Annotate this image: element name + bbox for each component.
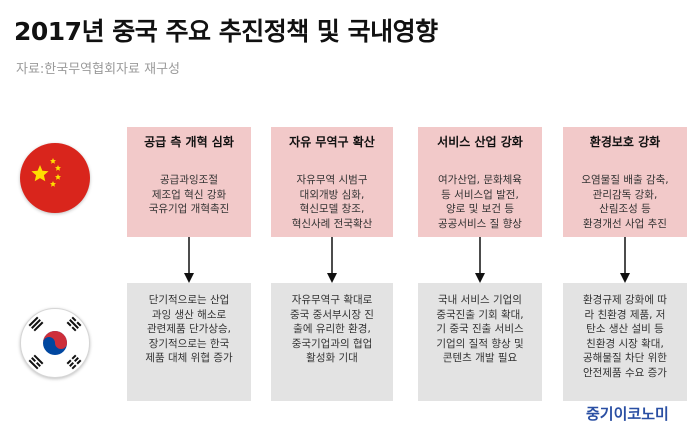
policy-box-free-trade-zone: 자유 무역구 확산 자유무역 시범구 대외개방 심화, 혁신모델 창조, 혁신사… [271, 127, 393, 237]
effect-box-service-industry: 국내 서비스 기업의 중국진출 기회 확대, 기 중국 진출 서비스 기업의 질… [418, 283, 542, 401]
text-line: 환경개선 사업 추진 [583, 217, 667, 230]
page-title: 2017년 중국 주요 추진정책 및 국내영향 [14, 17, 438, 46]
policy-box-environment: 환경보호 강화 오염물질 배출 감축, 관리감독 강화, 산림조성 등 환경개선… [563, 127, 687, 237]
down-arrow-icon [620, 237, 630, 283]
text-line: 중국진출 기회 확대, [436, 308, 524, 321]
down-arrow-icon [475, 237, 485, 283]
text-line: 관리감독 강화, [592, 188, 658, 201]
text-line: 중국기업과의 협업 [291, 337, 373, 350]
source-note: 자료:한국무역협회자료 재구성 [16, 62, 180, 77]
text-line: 중국 중서부시장 진 [290, 308, 374, 321]
text-line: 관련제품 단가상승, [147, 323, 231, 335]
text-line: 안전제품 수요 증가 [583, 366, 667, 379]
policy-description: 오염물질 배출 감축, 관리감독 강화, 산림조성 등 환경개선 사업 추진 [563, 157, 687, 231]
policy-description: 공급과잉조절 제조업 혁신 강화 국유기업 개혁촉진 [127, 157, 251, 217]
text-line: 국내 서비스 기업의 [438, 294, 522, 306]
policy-box-supply-reform: 공급 측 개혁 심화 공급과잉조절 제조업 혁신 강화 국유기업 개혁촉진 [127, 127, 251, 237]
effect-box-free-trade-zone: 자유무역구 확대로 중국 중서부시장 진 출에 유리한 환경, 중국기업과의 협… [271, 283, 393, 401]
text-line: 기 중국 진출 서비스 [436, 323, 524, 335]
text-line: 여가산업, 문화체육 [438, 174, 522, 186]
text-line: 오염물질 배출 감축, [581, 174, 669, 186]
policy-description: 여가산업, 문화체육 등 서비스업 발전, 양로 및 보건 등 공공서비스 질 … [418, 157, 542, 231]
text-line: 등 서비스업 발전, [441, 188, 519, 201]
text-line: 콘텐츠 개발 필요 [442, 352, 518, 364]
text-line: 친환경 시장 확대, [586, 337, 664, 350]
text-line: 라 친환경 제품, 저 [584, 308, 666, 321]
korea-flag-icon [20, 308, 90, 378]
text-line: 제조업 혁신 강화 [151, 188, 227, 201]
text-line: 혁신사례 전국확산 [291, 217, 373, 230]
text-line: 기업의 질적 향상 및 [436, 337, 524, 350]
policy-heading: 자유 무역구 확산 [289, 135, 375, 149]
policy-heading: 공급 측 개혁 심화 [144, 135, 234, 149]
down-arrow-icon [327, 237, 337, 283]
text-line: 산림조성 등 [599, 203, 651, 215]
text-line: 장기적으로는 한국 [148, 337, 230, 350]
text-line: 공공서비스 질 향상 [438, 217, 522, 230]
text-line: 대외개방 심화, [299, 188, 365, 201]
down-arrow-icon [184, 237, 194, 283]
policy-description: 자유무역 시범구 대외개방 심화, 혁신모델 창조, 혁신사례 전국확산 [271, 157, 393, 231]
text-line: 활성화 기대 [306, 352, 358, 364]
text-line: 자유무역구 확대로 [291, 294, 373, 306]
text-line: 제품 대체 위협 증가 [145, 352, 233, 364]
text-line: 공급과잉조절 [160, 174, 218, 186]
text-line: 과잉 생산 해소로 [151, 308, 227, 321]
effect-box-environment: 환경규제 강화에 따 라 친환경 제품, 저 탄소 생산 설비 등 친환경 시장… [563, 283, 687, 401]
text-line: 공해물질 차단 위한 [583, 352, 667, 364]
text-line: 단기적으로는 산업 [148, 294, 230, 306]
text-line: 자유무역 시범구 [296, 174, 368, 186]
policy-heading: 환경보호 강화 [589, 135, 661, 149]
text-line: 양로 및 보건 등 [446, 203, 514, 215]
text-line: 혁신모델 창조, [299, 203, 365, 215]
policy-box-service-industry: 서비스 산업 강화 여가산업, 문화체육 등 서비스업 발전, 양로 및 보건 … [418, 127, 542, 237]
policy-heading: 서비스 산업 강화 [437, 135, 523, 149]
text-line: 탄소 생산 설비 등 [586, 323, 664, 335]
text-line: 국유기업 개혁촉진 [148, 203, 230, 215]
effect-box-supply-reform: 단기적으로는 산업 과잉 생산 해소로 관련제품 단가상승, 장기적으로는 한국… [127, 283, 251, 401]
text-line: 출에 유리한 환경, [293, 323, 371, 335]
text-line: 환경규제 강화에 따 [583, 294, 667, 306]
china-flag-icon [20, 143, 90, 213]
brand-logo-text: 중기이코노미 [586, 405, 669, 423]
